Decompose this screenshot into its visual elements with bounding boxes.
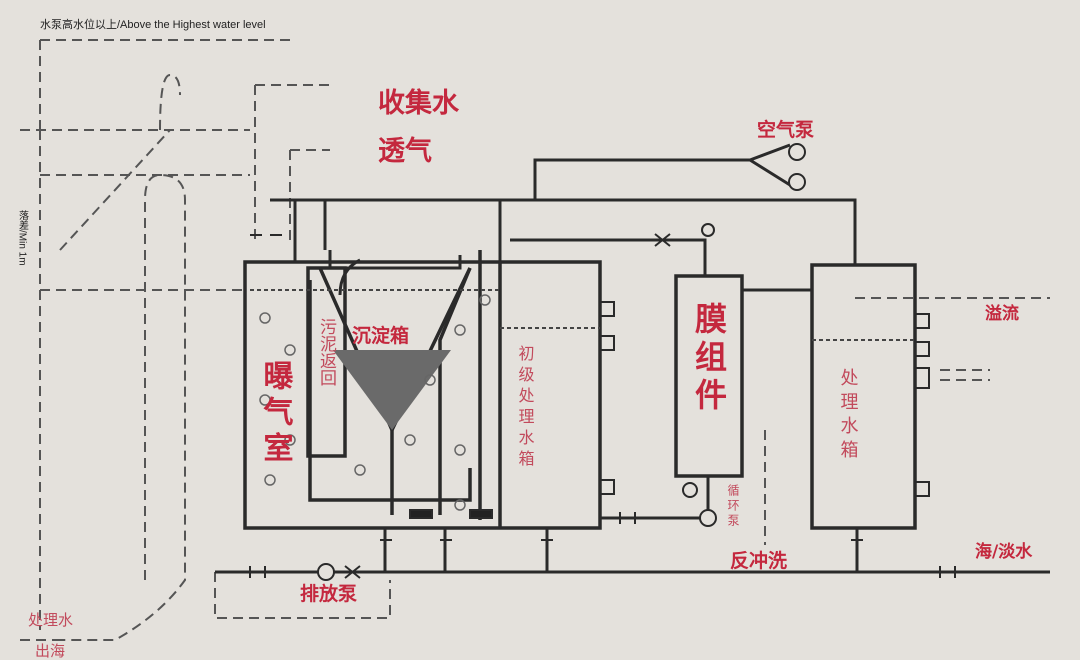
level-sensors xyxy=(409,301,930,519)
header-note: 水泵高水位以上/Above the Highest water level xyxy=(40,17,266,31)
air-pump-icon xyxy=(788,143,806,161)
air-bubbles xyxy=(259,294,491,511)
label-aeration-chamber: 曝气室 xyxy=(258,360,294,468)
label-primary-tank: 初级处理水箱 xyxy=(516,345,535,471)
label-air-pump: 空气泵 xyxy=(757,118,814,141)
height-note: 落差/Min 1m xyxy=(17,210,29,266)
aeration-tank-outline xyxy=(243,260,602,530)
circulation-pump-icon xyxy=(699,509,717,527)
label-treated-water: 处理水 xyxy=(28,611,73,629)
label-vent: 透气 xyxy=(378,136,432,167)
label-backwash: 反冲洗 xyxy=(730,549,787,572)
treated-water-tank-box xyxy=(810,263,917,530)
dashed-external-pipes xyxy=(20,39,1050,641)
discharge-pump-icon xyxy=(317,563,335,581)
label-sludge-return: 污泥返回 xyxy=(316,318,337,386)
label-sea-fresh-water: 海/淡水 xyxy=(975,541,1033,562)
label-settling-tank: 沉淀箱 xyxy=(352,324,409,347)
label-collect-water: 收集水 xyxy=(378,87,460,119)
sludge-fill xyxy=(333,350,451,430)
label-treated-tank: 处理水箱 xyxy=(838,368,859,464)
label-overflow: 溢流 xyxy=(985,303,1019,324)
tanks xyxy=(243,250,917,530)
label-to-sea: 出海 xyxy=(35,642,65,660)
valves-and-pumps xyxy=(249,143,956,581)
membrane-module-box xyxy=(674,274,744,478)
water-levels xyxy=(250,289,915,341)
label-discharge-pump: 排放泵 xyxy=(300,582,357,605)
label-membrane-module: 膜组件 xyxy=(690,302,728,416)
label-circulation-pump: 循环泵 xyxy=(726,484,740,529)
